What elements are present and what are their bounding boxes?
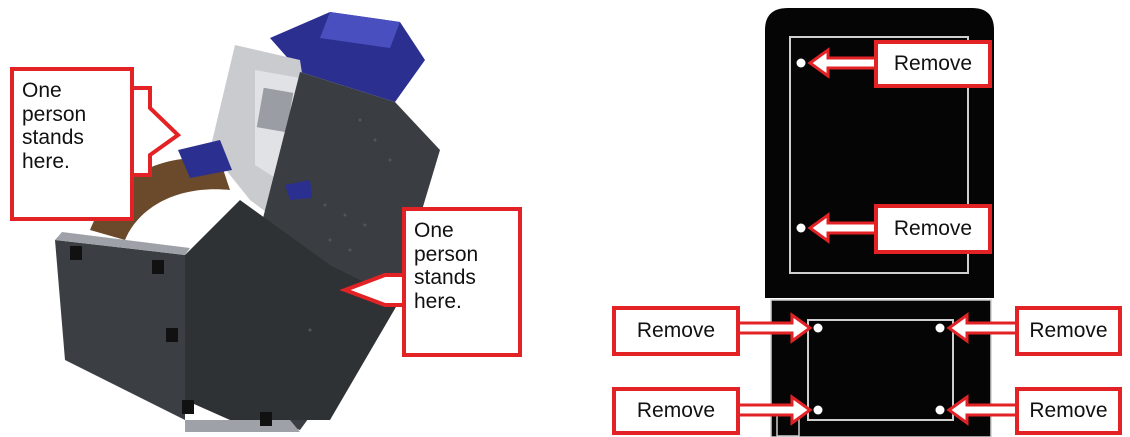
wheel [166, 328, 178, 342]
callout-right: One person stands here. [402, 207, 522, 357]
remove-label-top: Remove [874, 40, 992, 88]
screw-hole [813, 405, 823, 415]
screw-hole [796, 58, 806, 68]
screw-hole [935, 405, 945, 415]
wheel [152, 260, 164, 274]
cabinet-illustration [0, 0, 560, 437]
bottom-box [55, 240, 185, 420]
remove-arrows [736, 47, 1019, 426]
remove-label-lower-right-top: Remove [1015, 306, 1122, 356]
wheel [70, 246, 82, 260]
remove-label-lower-left-top: Remove [612, 306, 740, 356]
remove-label-lower-right-bottom: Remove [1015, 387, 1122, 435]
screw-hole [935, 323, 945, 333]
panel-illustration [560, 0, 1130, 437]
panel-drawing [736, 8, 1019, 437]
screw-hole [796, 223, 806, 233]
wheel [182, 400, 194, 414]
callout-left: One person stands here. [10, 67, 134, 221]
front-panel [185, 200, 400, 420]
cabinet-drawing [55, 12, 440, 432]
remove-label-middle: Remove [874, 204, 992, 254]
screw-hole [813, 323, 823, 333]
wheel [260, 412, 272, 426]
remove-label-lower-left-bottom: Remove [612, 387, 740, 435]
